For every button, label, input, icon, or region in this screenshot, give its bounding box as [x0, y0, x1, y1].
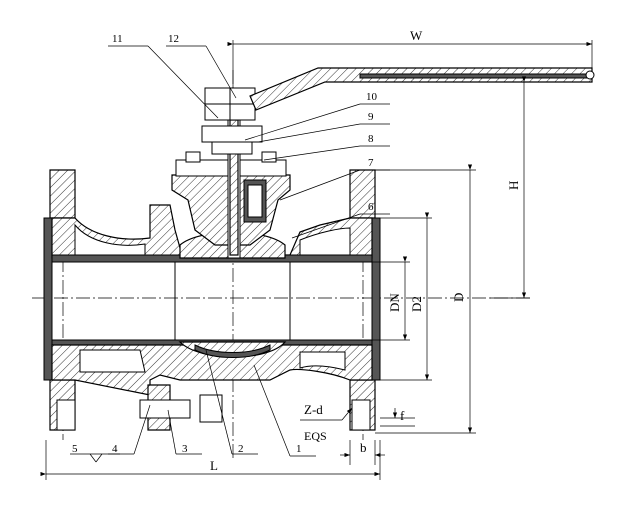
part-label-11: 11 — [112, 33, 123, 45]
part-leaders — [70, 45, 390, 463]
dim-H: H — [506, 181, 521, 190]
dim-f: f — [400, 408, 405, 423]
dim-b: b — [360, 440, 367, 455]
part-label-10: 10 — [366, 91, 378, 103]
part-label-4: 4 — [112, 443, 118, 455]
part-label-5: 5 — [72, 443, 78, 455]
part-label-7: 7 — [368, 157, 374, 169]
bore — [52, 261, 372, 341]
part-label-2: 2 — [238, 443, 244, 455]
part-label-9: 9 — [368, 111, 374, 123]
dim-eqs: EQS — [304, 429, 327, 443]
left-flange — [43, 169, 76, 431]
part-label-3: 3 — [182, 443, 188, 455]
part-label-12: 12 — [168, 33, 179, 45]
dim-D2: D2 — [409, 296, 424, 312]
dim-L: L — [210, 458, 218, 473]
part-label-1: 1 — [296, 443, 302, 455]
stem — [201, 87, 263, 259]
handle-lever — [249, 67, 595, 111]
part-label-8: 8 — [368, 133, 374, 145]
dim-D: D — [451, 293, 466, 302]
valve-body-lower — [51, 339, 373, 431]
dimension-lines — [40, 40, 593, 480]
dim-z-d: Z-d — [304, 402, 323, 417]
dim-W: W — [410, 28, 423, 43]
part-label-6: 6 — [368, 201, 374, 213]
dim-DN: DN — [387, 293, 402, 312]
right-flange — [349, 169, 381, 431]
